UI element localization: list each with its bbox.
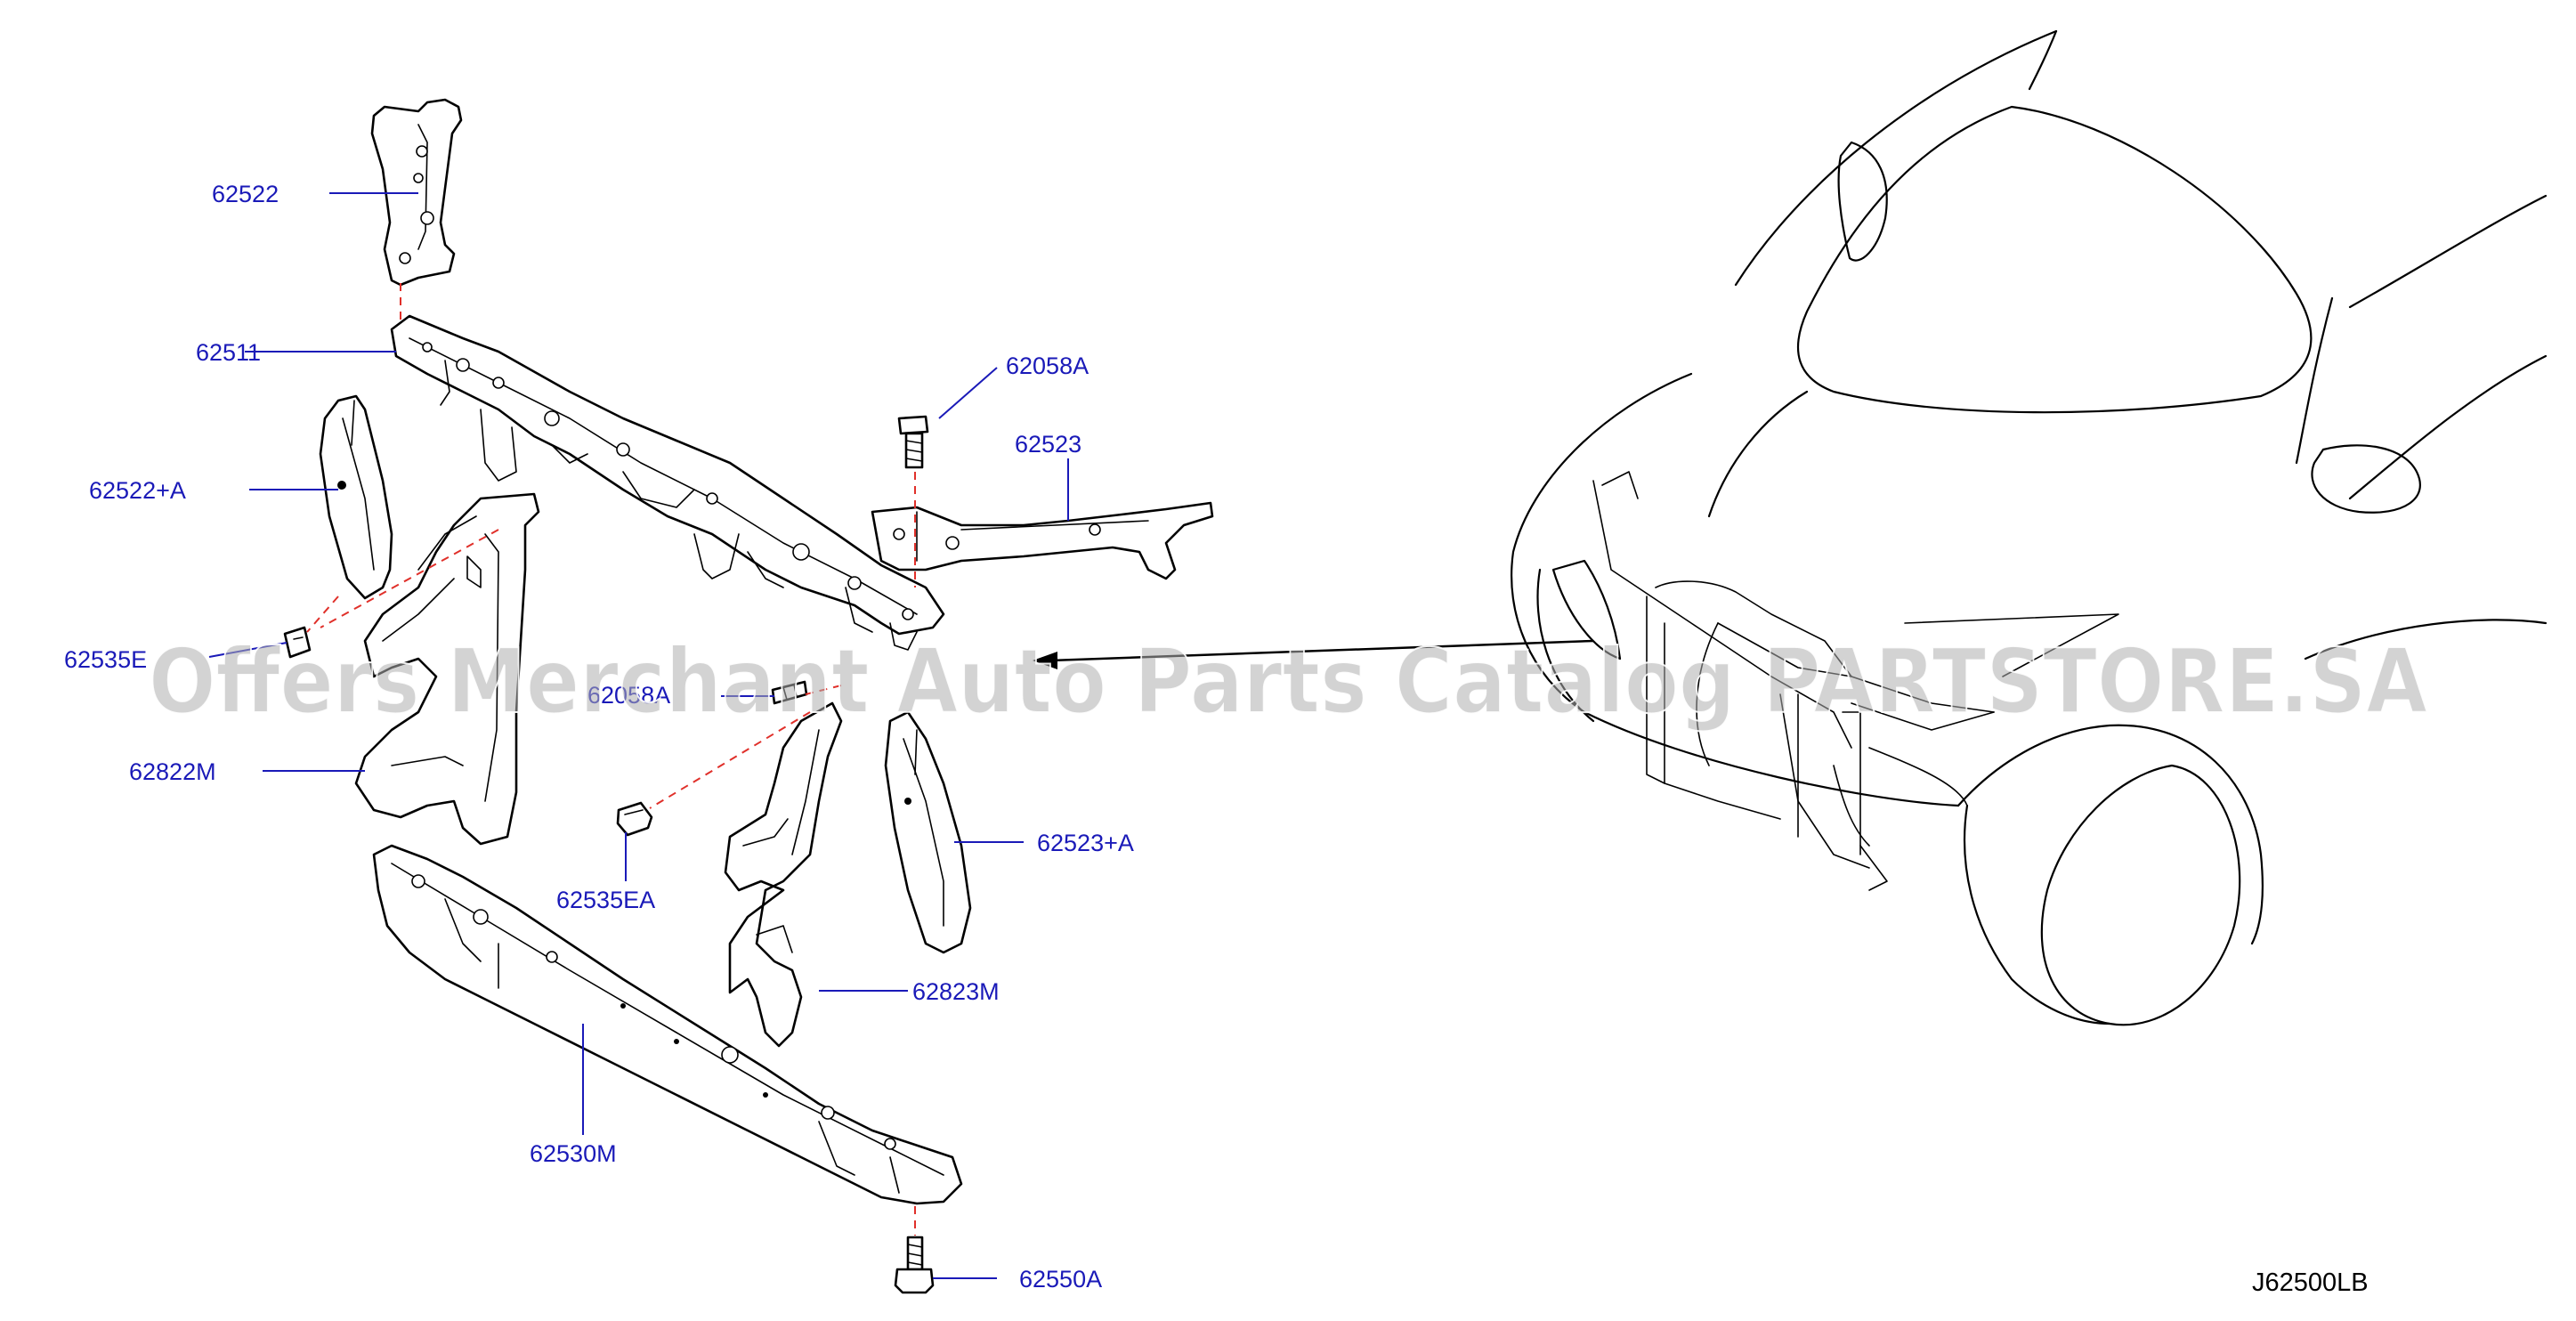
label-62522[interactable]: 62522: [212, 181, 279, 207]
part-62550A-bolt: [894, 1236, 935, 1294]
part-62535EA-clip: [616, 801, 653, 837]
part-62535E-clip: [283, 626, 312, 659]
locator-arrow: [1033, 639, 1594, 669]
diagram-code: J62500LB: [2252, 1268, 2369, 1297]
part-labels: 62522 62511 62058A 62523 62522+A 62535E …: [64, 181, 1134, 1293]
watermark-text: Offers Merchant Auto Parts Catalog PARTS…: [149, 629, 2427, 733]
label-62058A[interactable]: 62058A: [1006, 353, 1089, 379]
part-62530M-lower-support: [372, 844, 963, 1205]
part-62511-upper-support: [390, 314, 945, 651]
label-62535EA[interactable]: 62535EA: [556, 887, 655, 913]
label-62523A[interactable]: 62523+A: [1037, 830, 1134, 856]
label-62523[interactable]: 62523: [1015, 431, 1081, 458]
part-62523-stay: [871, 501, 1214, 580]
part-62822M-air-guide-left: [354, 492, 540, 846]
part-62058A-bolt-upper: [897, 415, 929, 469]
label-62823M[interactable]: 62823M: [912, 978, 1000, 1005]
label-62550A[interactable]: 62550A: [1019, 1266, 1102, 1293]
label-62535E[interactable]: 62535E: [64, 646, 147, 673]
label-62058A-middle[interactable]: 62058A: [587, 682, 670, 709]
label-62530M[interactable]: 62530M: [530, 1140, 617, 1167]
label-62511[interactable]: 62511: [196, 339, 261, 366]
part-62823M-air-guide-right: [724, 701, 843, 1048]
part-62523A-seal: [884, 710, 972, 954]
label-62522A[interactable]: 62522+A: [89, 477, 186, 504]
car-front-illustration: [1511, 29, 2548, 1026]
leader-lines: [208, 192, 1069, 1279]
assembly-guide-lines: [306, 283, 916, 1236]
label-62822M[interactable]: 62822M: [129, 758, 216, 785]
part-62522A-seal: [319, 394, 393, 600]
